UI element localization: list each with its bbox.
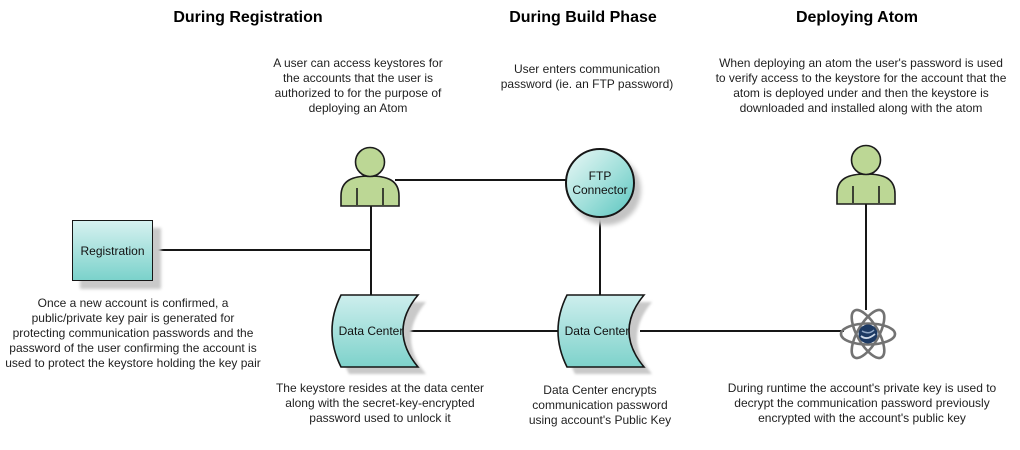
column-title-registration: During Registration [173, 9, 323, 26]
atom-icon [839, 308, 897, 360]
note-build-password: User enters communication password (ie. … [500, 62, 674, 91]
note-user-access: A user can access keystores for the acco… [273, 56, 443, 115]
data-center-shape [557, 294, 652, 374]
ftp-connector-node: FTP Connector [565, 148, 635, 218]
data-center-build-label: Data Center [564, 324, 630, 338]
note-runtime-decrypt: During runtime the account's private key… [727, 381, 997, 425]
note-deploy-keystore: When deploying an atom the user's passwo… [715, 56, 1007, 115]
person-icon [836, 144, 896, 205]
note-keystore-resides: The keystore resides at the data center … [275, 381, 485, 425]
column-title-deploy: Deploying Atom [795, 9, 919, 26]
connector-lines [152, 179, 867, 332]
data-center-shape [331, 294, 426, 374]
column-title-build: During Build Phase [509, 9, 657, 26]
note-dc-encrypts: Data Center encrypts communication passw… [528, 383, 672, 427]
registration-node-label: Registration [80, 243, 145, 258]
data-center-registration-label: Data Center [338, 324, 404, 338]
person-icon [340, 146, 400, 207]
registration-node: Registration [72, 220, 153, 281]
ftp-connector-label: FTP Connector [572, 169, 628, 197]
note-account-confirmed: Once a new account is confirmed, a publi… [5, 296, 261, 370]
